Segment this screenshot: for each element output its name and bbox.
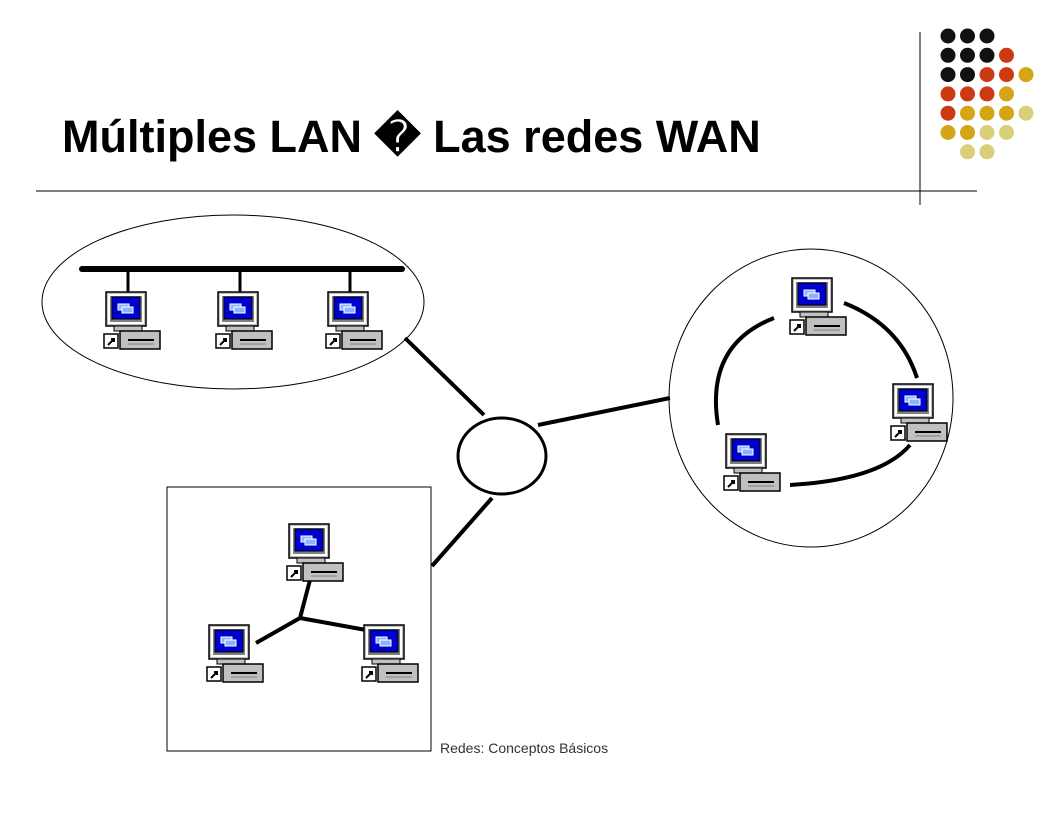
computer-icon: [206, 624, 264, 683]
decorative-dot-grid: [940, 28, 1034, 160]
computer-icon: [789, 277, 847, 336]
computer-icon: [286, 523, 344, 582]
decorative-dot: [979, 67, 995, 83]
wan-core: [403, 336, 671, 568]
lan-star: [166, 486, 432, 752]
decorative-dot: [960, 67, 975, 83]
computer-icon: [215, 291, 273, 350]
decorative-dot: [979, 86, 995, 102]
decorative-dot: [940, 105, 956, 121]
decorative-dot: [999, 125, 1014, 140]
decorative-dot: [940, 28, 956, 44]
lan-star-boundary: [166, 486, 432, 752]
lan-ring-boundary: [668, 248, 954, 548]
decorative-dot: [979, 125, 995, 140]
decorative-dot: [979, 28, 995, 44]
decorative-dot: [999, 86, 1014, 102]
computer-icon: [103, 291, 161, 350]
decorative-dot: [999, 105, 1014, 121]
star-link: [255, 616, 301, 645]
page-title: Múltiples LAN � Las redes WAN: [62, 111, 761, 162]
lan-ring: [668, 248, 954, 548]
decorative-dot: [979, 105, 995, 121]
decorative-dot: [960, 47, 975, 63]
lan-bus-boundary: [41, 214, 425, 390]
slide-footer: Redes: Conceptos Básicos: [440, 740, 609, 756]
decorative-dot: [999, 47, 1014, 63]
decorative-dot: [940, 125, 956, 140]
decorative-dot: [960, 105, 975, 121]
star-link: [298, 579, 312, 619]
decorative-dot: [999, 67, 1014, 83]
decorative-dot: [960, 144, 975, 160]
ring-link: [713, 316, 775, 426]
wan-link-ring: [537, 396, 671, 427]
decorative-dot: [960, 125, 975, 140]
wan-link-bus: [403, 336, 486, 417]
wan-node: [456, 416, 548, 496]
decorative-dot: [979, 144, 995, 160]
decorative-dot: [1018, 105, 1034, 121]
decorative-dot: [960, 86, 975, 102]
decorative-dot: [940, 67, 956, 83]
star-link: [299, 616, 367, 632]
decorative-dot: [979, 47, 995, 63]
decorative-dot: [940, 47, 956, 63]
computer-icon: [890, 383, 948, 442]
decorative-dot: [1018, 67, 1034, 83]
lan-bus: [41, 214, 425, 390]
decorative-dot: [960, 28, 975, 44]
ring-link: [789, 443, 912, 487]
decorative-dot: [940, 86, 956, 102]
computer-icon: [361, 624, 419, 683]
computer-icon: [325, 291, 383, 350]
wan-link-star: [430, 496, 494, 568]
ring-link: [843, 301, 919, 379]
computer-icon: [723, 433, 781, 492]
